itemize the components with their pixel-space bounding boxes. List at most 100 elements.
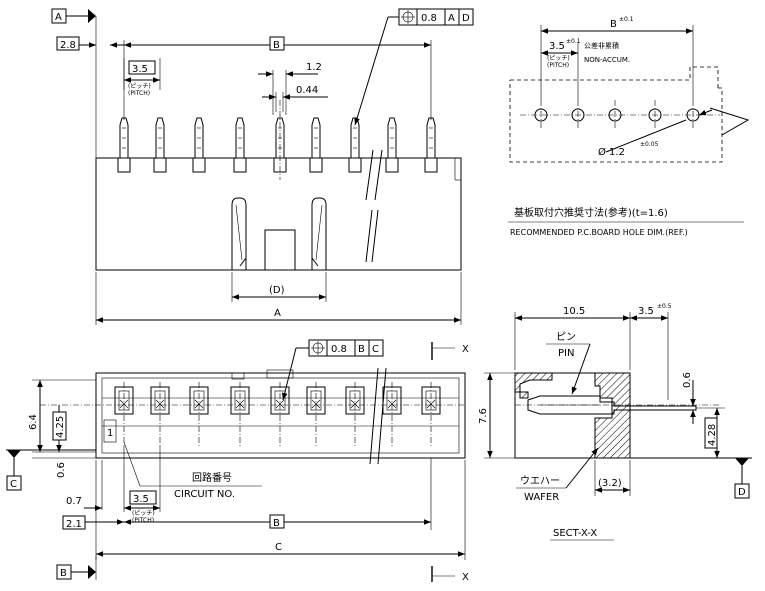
dim-height: 6.4 [28, 379, 96, 453]
svg-text:A: A [55, 12, 62, 23]
front-pin [117, 117, 131, 173]
dim-height: 7.6 [478, 372, 515, 459]
top-pin [345, 382, 365, 446]
dim-a: A [95, 272, 462, 325]
front-pin [192, 117, 206, 173]
svg-text:0.6: 0.6 [682, 372, 693, 388]
dim-pin-height: 4.28 [696, 407, 725, 458]
svg-text:(ピッチ): (ピッチ) [132, 510, 155, 517]
svg-text:0.44: 0.44 [296, 85, 318, 96]
svg-text:(ピッチ): (ピッチ) [128, 83, 151, 90]
svg-text:Ø 1.2: Ø 1.2 [598, 146, 625, 158]
tolerance-frame-ad: 0.8 A D [354, 8, 474, 126]
pcb-title-en: RECOMMENDED P.C.BOARD HOLE DIM.(REF.) [510, 228, 688, 237]
svg-text:X: X [462, 572, 469, 583]
datum-b-flag: B [56, 556, 97, 580]
svg-text:±0.1: ±0.1 [619, 16, 634, 23]
front-pins [117, 117, 438, 173]
svg-text:2.8: 2.8 [60, 40, 76, 51]
svg-text:3.5: 3.5 [132, 64, 148, 75]
dim-d: (D) [231, 272, 327, 302]
section-marker-top: X [431, 342, 469, 360]
dim-left-offset: 2.8 [56, 36, 124, 51]
pin-label: ピン PIN [546, 331, 591, 395]
top-view: 0.8 B C X X 1 [6, 339, 469, 583]
svg-text:D: D [738, 487, 746, 498]
svg-text:PIN: PIN [558, 348, 574, 359]
circuit-no-label: 回路番号 CIRCUIT NO. [123, 441, 262, 500]
dim-left-b: 2.1 [62, 515, 124, 530]
datum-d-flag: D [630, 457, 752, 499]
top-pins [114, 382, 441, 446]
svg-text:C: C [275, 542, 282, 553]
dim-pin-thickness: 0.6 [682, 372, 696, 424]
svg-text:2.1: 2.1 [66, 519, 82, 530]
svg-text:C: C [10, 479, 17, 490]
svg-text:B: B [60, 568, 67, 579]
svg-text:±0.5: ±0.5 [657, 303, 672, 310]
top-pin [150, 382, 170, 446]
svg-text:4.25: 4.25 [55, 416, 66, 438]
svg-text:A: A [274, 308, 281, 319]
svg-text:(PITCH): (PITCH) [547, 62, 569, 69]
svg-text:(3.2): (3.2) [598, 478, 622, 489]
dim-b: B [124, 458, 432, 530]
top-pin [421, 382, 441, 446]
svg-text:0.8: 0.8 [331, 344, 347, 355]
svg-text:ピン: ピン [556, 331, 576, 343]
datum-a-flag: A [51, 8, 97, 160]
svg-text:3.5: 3.5 [549, 41, 565, 52]
svg-text:3.5: 3.5 [133, 494, 149, 505]
svg-text:B: B [358, 344, 365, 355]
dim-depth: 10.5 [514, 306, 631, 370]
pcb-dim-pitch: 3.5 ±0.1 公差非累積 NON-ACCUM. (ピッチ) (PITCH) [541, 38, 630, 100]
svg-text:1: 1 [107, 428, 113, 439]
svg-text:10.5: 10.5 [563, 306, 585, 317]
svg-text:0.6: 0.6 [56, 462, 67, 478]
pcb-hole-dim: Ø 1.2 ±0.05 [598, 109, 713, 158]
dim-wafer-foot: (3.2) [594, 460, 631, 496]
wafer-label: ウエハー WAFER [516, 447, 599, 503]
svg-text:公差非累積: 公差非累積 [584, 41, 619, 50]
svg-text:WAFER: WAFER [524, 492, 559, 503]
dim-left-offset: 0.7 [66, 460, 103, 511]
dim-pin-row: 4.25 [52, 405, 67, 452]
svg-text:7.6: 7.6 [478, 408, 489, 424]
section-caption: SECT-X-X [553, 528, 597, 539]
svg-text:B: B [273, 518, 280, 529]
front-pin [424, 117, 438, 173]
svg-text:回路番号: 回路番号 [192, 471, 232, 484]
circuit-one-marker: 1 [103, 419, 117, 443]
dim-bottom-offset: 0.6 [32, 457, 96, 478]
dim-b: B [123, 36, 432, 120]
svg-text:X: X [462, 344, 469, 355]
svg-text:ウエハー: ウエハー [520, 475, 560, 487]
svg-text:±0.05: ±0.05 [640, 141, 659, 148]
svg-text:(PITCH): (PITCH) [128, 90, 150, 97]
dim-c: C [95, 460, 466, 560]
datum-c-flag: C [6, 449, 96, 491]
dim-pin-width: 1.2 [258, 62, 322, 115]
front-pin [385, 117, 399, 173]
svg-text:6.4: 6.4 [28, 414, 39, 430]
top-pin [114, 382, 134, 446]
top-pin [270, 382, 290, 446]
front-pin [233, 117, 247, 173]
svg-text:A: A [448, 13, 455, 24]
top-pin [230, 382, 250, 446]
top-pin [382, 382, 402, 446]
svg-text:B: B [610, 19, 617, 30]
front-pin [348, 117, 362, 173]
svg-text:3.5: 3.5 [638, 306, 654, 317]
svg-text:CIRCUIT NO.: CIRCUIT NO. [174, 489, 235, 500]
front-pin [153, 117, 167, 173]
dim-pin-thickness: 0.44 [262, 85, 328, 112]
svg-text:1.2: 1.2 [306, 62, 322, 73]
front-pin [309, 117, 323, 173]
dim-pin-overhang: 3.5 ±0.5 [630, 303, 672, 400]
dim-pitch: 3.5 (ピッチ) (PITCH) [123, 58, 161, 97]
pcb-title-jp: 基板取付穴推奨寸法(参考)(t=1.6) [514, 206, 668, 219]
front-view: A 2.8 B 3.5 (ピッチ) (P [51, 8, 474, 325]
svg-text:(D): (D) [269, 285, 285, 296]
